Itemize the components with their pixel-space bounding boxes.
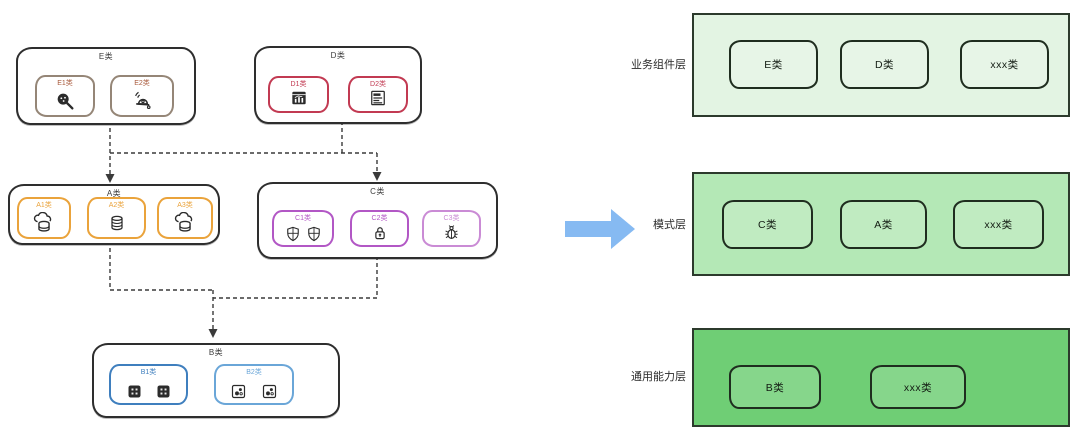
node-b2-label: B2类 bbox=[246, 369, 262, 376]
node-e1-label: E1类 bbox=[57, 80, 73, 87]
node-d1-label: D1类 bbox=[290, 81, 307, 88]
bar-chart-window-icon bbox=[291, 91, 306, 105]
layer-box-xxx3-label: xxx类 bbox=[903, 381, 933, 394]
group-c: C类 C1类 C2类 bbox=[257, 182, 498, 259]
node-a3: A3类 bbox=[157, 197, 213, 239]
layer-box-b: B类 bbox=[729, 365, 821, 409]
shield-icon bbox=[307, 226, 320, 242]
layer-box-d: D类 bbox=[840, 40, 929, 89]
alarm-icon bbox=[134, 91, 151, 110]
cloud-database-icon bbox=[174, 212, 193, 232]
document-icon bbox=[371, 90, 385, 106]
group-d-label: D类 bbox=[330, 51, 346, 60]
node-c2-label: C2类 bbox=[371, 215, 388, 222]
component-icon bbox=[262, 384, 277, 399]
layer-box-b-label: B类 bbox=[765, 381, 785, 394]
node-d2-label: D2类 bbox=[370, 81, 386, 88]
bug-icon bbox=[445, 225, 458, 239]
layer-box-e: E类 bbox=[729, 40, 818, 89]
layer-pattern: C类 A类 xxx类 bbox=[692, 172, 1070, 276]
group-b: B类 B1类 B2类 bbox=[92, 343, 340, 418]
group-a-label: A类 bbox=[106, 189, 122, 198]
node-c3: C3类 bbox=[422, 210, 481, 247]
layer-box-xxx1-label: xxx类 bbox=[990, 59, 1019, 71]
group-e-label: E类 bbox=[98, 52, 114, 61]
node-b1-label: B1类 bbox=[140, 369, 157, 376]
group-c-label: C类 bbox=[370, 187, 385, 196]
layer-box-c: C类 bbox=[722, 200, 813, 249]
layer-common-label: 通用能力层 bbox=[631, 371, 686, 383]
node-d2: D2类 bbox=[348, 76, 408, 113]
node-d1: D1类 bbox=[268, 76, 329, 113]
node-c1: C1类 bbox=[272, 210, 334, 247]
layer-box-xxx2: xxx类 bbox=[953, 200, 1044, 249]
layer-pattern-label: 模式层 bbox=[653, 219, 686, 231]
keypad-icon bbox=[128, 385, 140, 398]
keypad-icon bbox=[157, 385, 169, 398]
node-c1-label: C1类 bbox=[295, 215, 311, 222]
layer-box-xxx1: xxx类 bbox=[960, 40, 1049, 89]
component-icon bbox=[231, 384, 246, 399]
layer-box-e-label: E类 bbox=[764, 59, 783, 71]
shield-icon bbox=[286, 226, 299, 242]
node-c2: C2类 bbox=[350, 210, 409, 247]
node-e2-label: E2类 bbox=[134, 80, 150, 87]
layer-box-a: A类 bbox=[840, 200, 927, 249]
node-e2: E2类 bbox=[110, 75, 174, 117]
layer-common: B类 xxx类 bbox=[692, 328, 1070, 427]
layer-box-d-label: D类 bbox=[874, 59, 895, 71]
cloud-database-icon bbox=[33, 212, 52, 232]
group-a: A类 A1类 A2类 bbox=[8, 184, 220, 245]
node-b2: B2类 bbox=[214, 364, 294, 405]
layer-box-xxx2-label: xxx类 bbox=[984, 219, 1013, 231]
node-c3-label: C3类 bbox=[443, 215, 460, 222]
layer-business: E类 D类 xxx类 bbox=[692, 13, 1070, 117]
group-e: E类 E1类 E2类 bbox=[16, 47, 196, 125]
group-d: D类 D1类 D2类 bbox=[254, 46, 422, 124]
layer-box-c-label: C类 bbox=[757, 219, 778, 231]
layer-business-label: 业务组件层 bbox=[631, 59, 686, 71]
group-b-label: B类 bbox=[208, 348, 224, 357]
transform-arrow bbox=[565, 209, 635, 249]
node-a3-label: A3类 bbox=[177, 202, 193, 209]
lock-icon bbox=[374, 227, 385, 240]
magnifier-icon bbox=[57, 93, 74, 110]
layer-box-xxx3: xxx类 bbox=[870, 365, 966, 409]
node-a1: A1类 bbox=[17, 197, 71, 239]
node-a2-label: A2类 bbox=[108, 202, 125, 209]
node-e1: E1类 bbox=[35, 75, 95, 117]
layer-box-a-label: A类 bbox=[874, 219, 893, 231]
node-a1-label: A1类 bbox=[36, 202, 52, 209]
node-a2: A2类 bbox=[87, 197, 146, 239]
database-icon bbox=[110, 215, 123, 231]
node-b1: B1类 bbox=[109, 364, 188, 405]
